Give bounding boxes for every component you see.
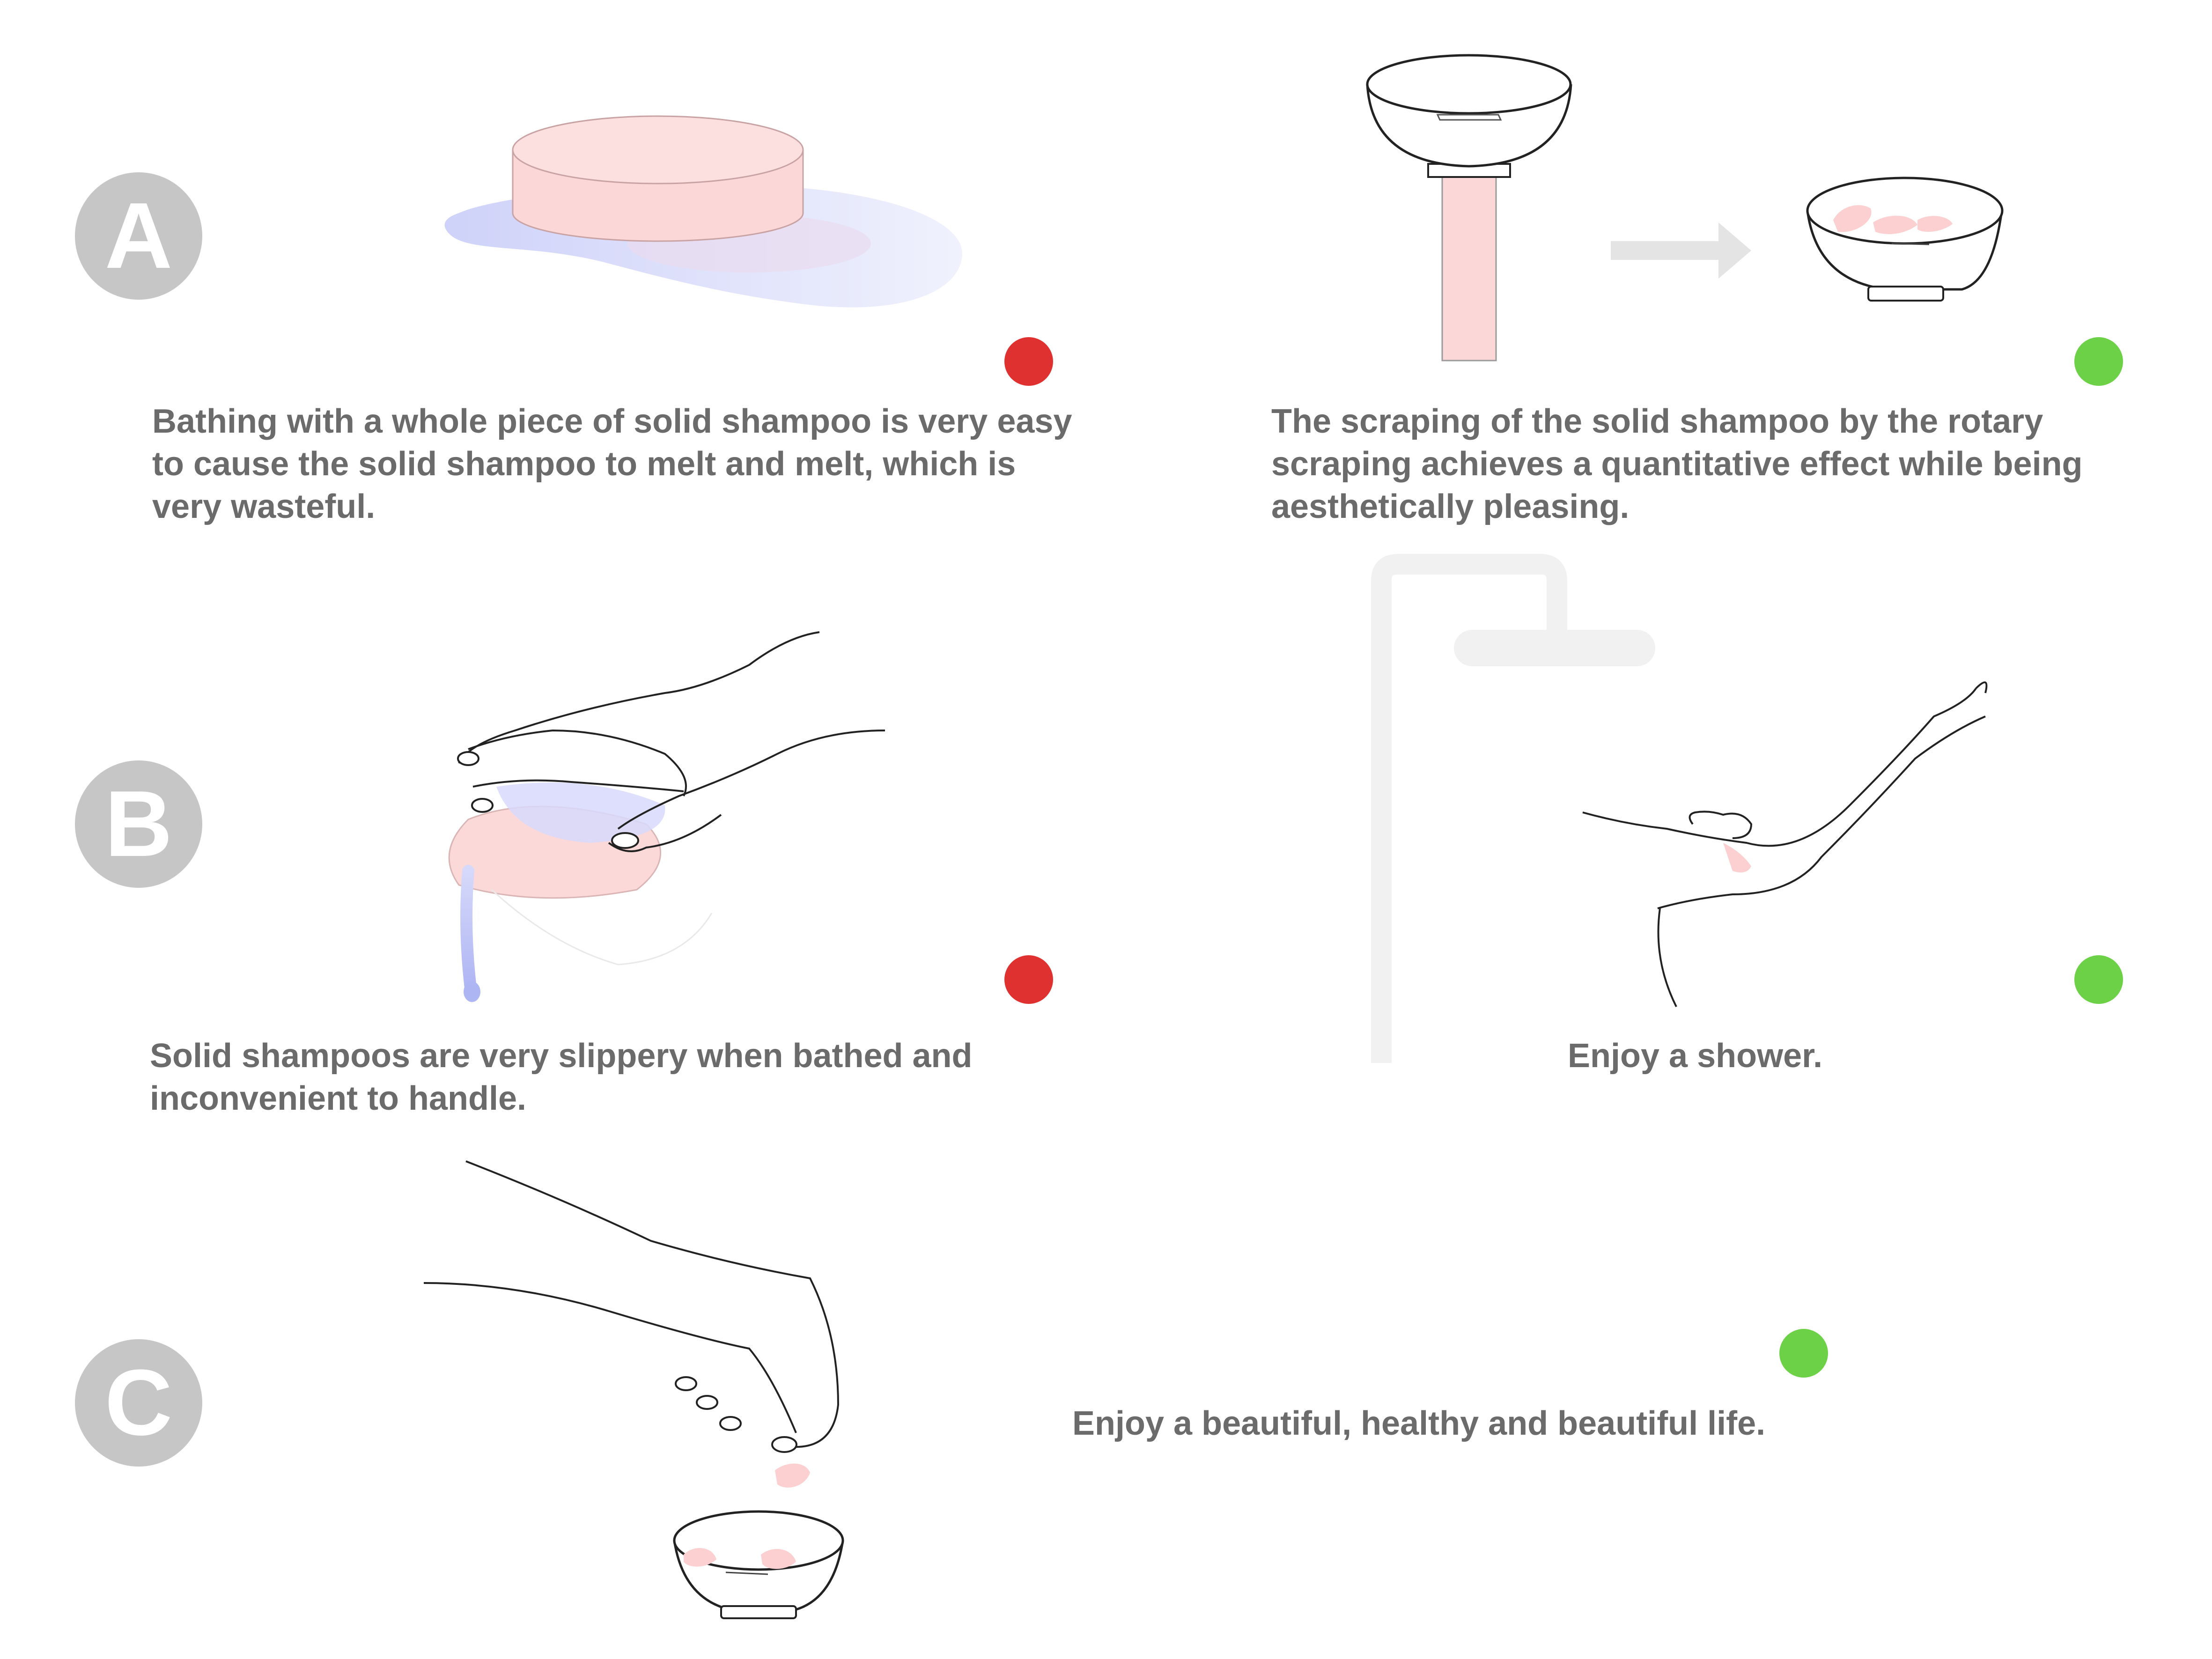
caption-b-problem-line: Solid shampoos are very slippery when ba…: [150, 1037, 973, 1075]
shower-head-illustration: [1371, 554, 1655, 1063]
caption-b-problem: Solid shampoos are very slippery when ba…: [150, 1035, 972, 1120]
caption-a-problem-line: to cause the solid shampoo to melt and m…: [152, 445, 1016, 483]
row-badge-b: B: [75, 760, 202, 888]
melting-soap-illustration: [444, 115, 963, 308]
hand-dropping-flake-illustration: [423, 1160, 844, 1619]
caption-a-solution-line: The scraping of the solid shampoo by the…: [1271, 403, 2043, 440]
row-badge-a: A: [75, 172, 202, 300]
status-dot-a-solution: [2074, 337, 2123, 386]
caption-a-problem: Bathing with a whole piece of solid sham…: [152, 400, 1072, 528]
caption-a-solution-line: scraping achieves a quantitative effect …: [1271, 445, 2083, 483]
caption-b-problem-line: inconvenient to handle.: [150, 1080, 527, 1117]
caption-a-solution-line: aesthetically pleasing.: [1271, 488, 1630, 525]
rotary-scraper-illustration: [1366, 54, 1572, 361]
caption-c-solution: Enjoy a beautiful, healthy and beautiful…: [1072, 1402, 1765, 1445]
bowl-with-flakes-illustration: [1806, 177, 2004, 302]
caption-a-problem-line: very wasteful.: [152, 488, 376, 525]
status-dot-a-problem: [1004, 337, 1053, 386]
arrow-right-illustration: [1611, 222, 1751, 279]
hand-holding-soap-illustration: [448, 631, 885, 1002]
caption-b-solution-line: Enjoy a shower.: [1568, 1037, 1823, 1075]
status-dot-b-solution: [2074, 955, 2123, 1004]
caption-c-solution-line: Enjoy a beautiful, healthy and beautiful…: [1072, 1405, 1766, 1442]
caption-b-solution: Enjoy a shower.: [1568, 1035, 1822, 1077]
caption-a-problem-line: Bathing with a whole piece of solid sham…: [152, 403, 1072, 440]
status-dot-c-solution: [1779, 1329, 1828, 1378]
arm-washing-illustration: [1582, 681, 1988, 1007]
caption-a-solution: The scraping of the solid shampoo by the…: [1271, 400, 2083, 528]
status-dot-b-problem: [1004, 955, 1053, 1004]
row-badge-c: C: [75, 1339, 202, 1467]
